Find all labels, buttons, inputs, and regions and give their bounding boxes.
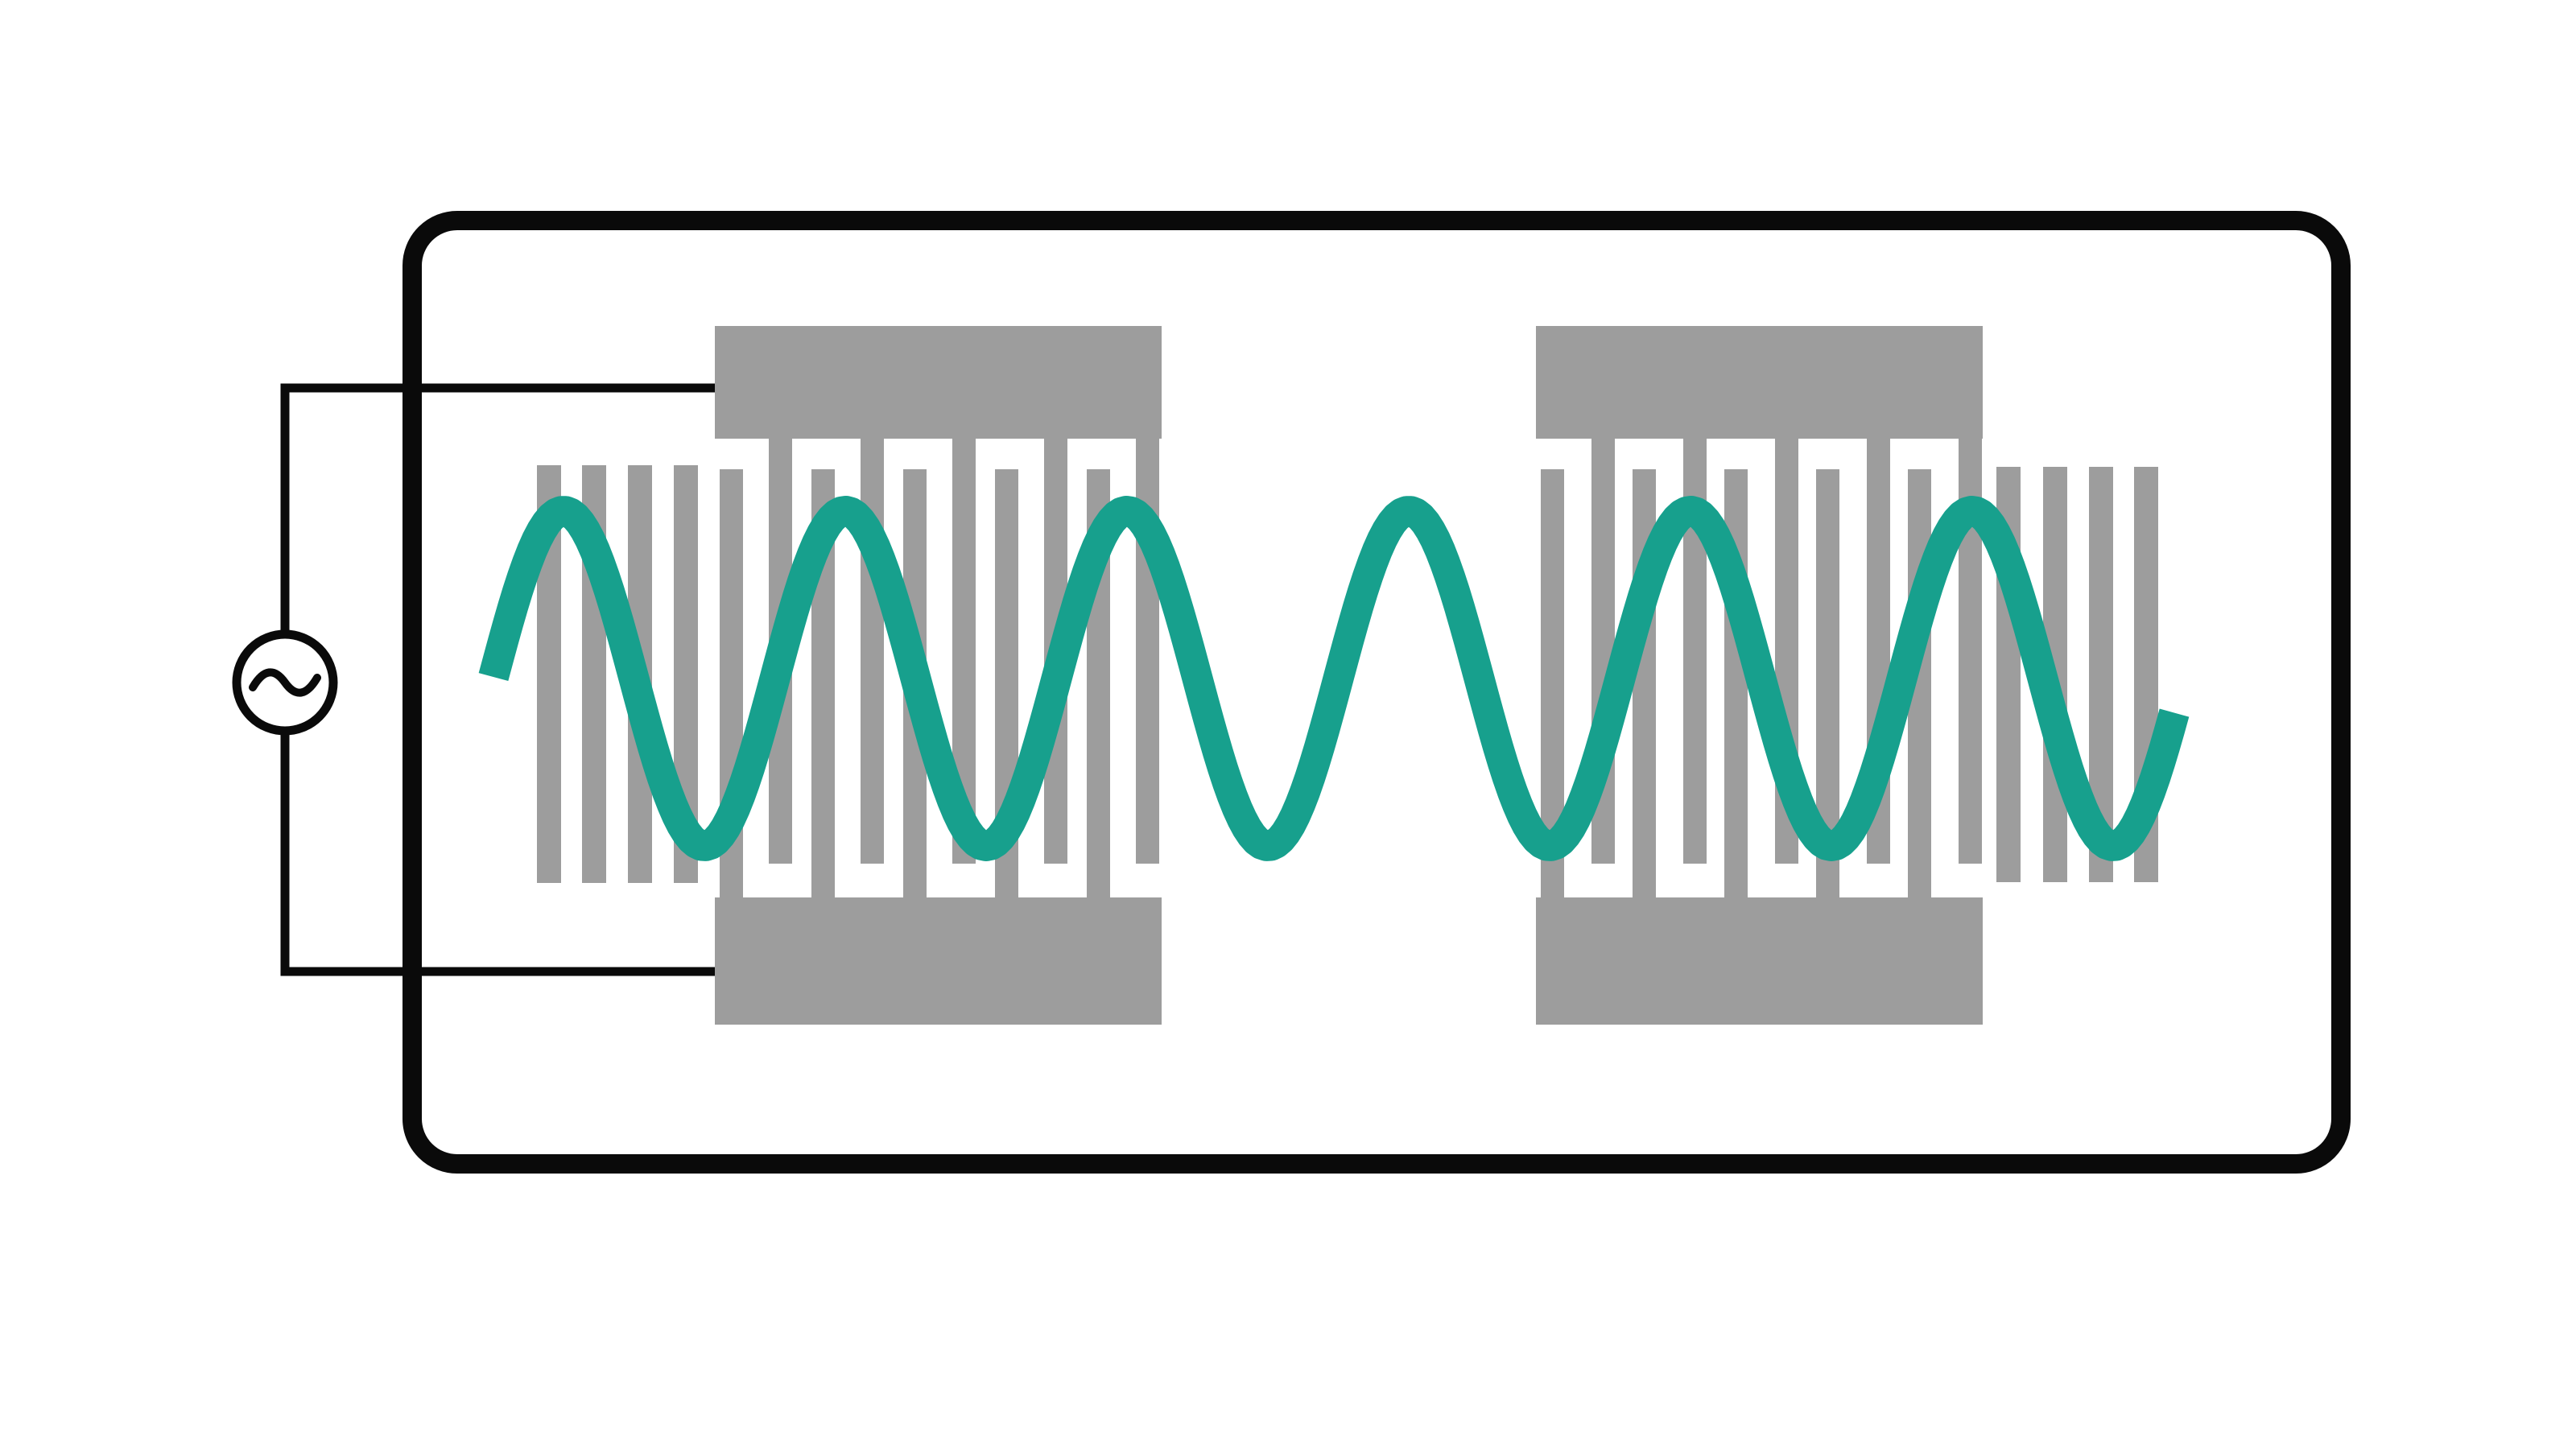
idt-left-top-finger (861, 439, 884, 864)
substrate-outline (402, 211, 2351, 1174)
idt-left-top-busbar (715, 326, 1162, 439)
acoustic-wave (478, 496, 2190, 861)
sine-tilde-icon (249, 668, 321, 697)
idt-right-top-busbar (1536, 326, 1983, 439)
idt-right-bottom-busbar (1536, 897, 1983, 1025)
idt-left-bottom-busbar (715, 897, 1162, 1025)
